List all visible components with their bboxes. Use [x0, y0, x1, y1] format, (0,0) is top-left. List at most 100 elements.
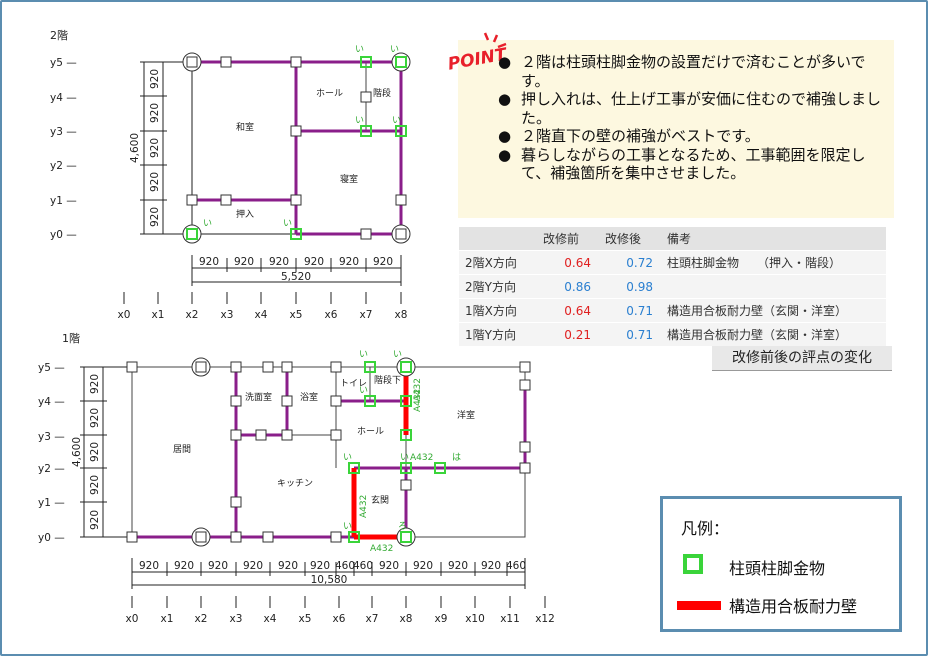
- room-senmen: 洗面室: [245, 391, 272, 403]
- header-note: 備考: [661, 227, 886, 251]
- score-table: 改修前 改修後 備考 2階X方向 0.64 0.72 柱頭柱脚金物 （押入・階段…: [459, 227, 886, 346]
- floor1-v-dim: 920: [89, 408, 101, 428]
- legend-wall-label: 構造用合板耐力壁: [729, 597, 858, 616]
- room-genkan: 玄関: [371, 494, 389, 506]
- floor2-hardware: [186, 56, 407, 240]
- hw-label: い: [355, 45, 364, 55]
- floor2-hardware-labels: い い い い い い: [203, 45, 401, 229]
- point-spark-icon: [483, 32, 507, 49]
- floor2-x-ticks: [123, 292, 402, 304]
- axis-x: x6: [325, 309, 338, 321]
- wall-label: A432: [359, 495, 369, 518]
- room-washitsu: 和室: [236, 121, 254, 133]
- h-dim: 920: [243, 560, 263, 572]
- point-item: ●２階直下の壁の補強がベストです。: [498, 127, 760, 145]
- table-row: 1階Y方向 0.21 0.71 構造用合板耐力壁（玄関・洋室）: [459, 322, 886, 346]
- h-dim: 920: [139, 560, 159, 572]
- table-row: 2階Y方向 0.86 0.98: [459, 274, 886, 299]
- floor2-axis-y4: y4 —: [50, 92, 77, 104]
- h-dim: 460: [506, 560, 526, 572]
- h-dim: 920: [208, 560, 228, 572]
- point-item: ●押し入れは、仕上げ工事が安価に住むので補強しました。: [498, 90, 882, 127]
- hw-label: い: [343, 522, 352, 532]
- h-dim: 460: [335, 560, 355, 572]
- axis-x: x6: [333, 613, 346, 625]
- h-dim: 920: [413, 560, 433, 572]
- axis-x: x8: [400, 613, 413, 625]
- floor2-x-axis: x0 x1 x2 x3 x4 x5 x6 x7 x8: [118, 309, 408, 321]
- floor1-y-axis: y5 — y4 — y3 — y2 — y1 — y0 —: [38, 362, 65, 544]
- floor1-axis-y3: y3 —: [38, 431, 65, 443]
- floor2-axis-y2: y2 —: [50, 160, 77, 172]
- h-total: 10,580: [311, 574, 348, 586]
- axis-x: x2: [195, 613, 208, 625]
- legend-title: 凡例：: [681, 519, 730, 538]
- floor2-axis-y0: y0 —: [50, 229, 77, 241]
- room-oshiire: 押入: [236, 208, 254, 220]
- floor1-x-axis: x0 x1 x2 x3 x4 x5 x6 x7 x8 x9 x10 x11 x1…: [126, 613, 555, 625]
- room-youshitsu: 洋室: [457, 409, 475, 421]
- axis-x: x5: [299, 613, 312, 625]
- floor2-vertical-dims: [140, 61, 190, 235]
- hw-label: い: [203, 219, 212, 229]
- floor2-v-dim: 920: [149, 69, 161, 89]
- room-kitchen: キッチン: [277, 478, 313, 489]
- hw-label: い: [392, 116, 401, 126]
- hw-label: い: [355, 116, 364, 126]
- h-dim: 920: [278, 560, 298, 572]
- h-dim: 920: [339, 256, 359, 268]
- legend-hardware-label: 柱頭柱脚金物: [729, 559, 826, 578]
- axis-x: x5: [290, 309, 303, 321]
- hw-label: は: [452, 452, 461, 463]
- table-row: 1階X方向 0.64 0.71 構造用合板耐力壁（玄関・洋室）: [459, 298, 886, 323]
- axis-x: x12: [535, 613, 555, 625]
- point-badge: POINT: [446, 32, 509, 70]
- wall-label: A432: [410, 453, 433, 463]
- header-before: 改修前: [537, 227, 599, 251]
- floor2-label: 2階: [50, 28, 68, 42]
- room-hall: ホール: [316, 88, 343, 99]
- axis-x: x2: [186, 309, 199, 321]
- floor2-v-dim: 920: [149, 103, 161, 123]
- floor1-horizontal-dims: [131, 558, 526, 589]
- floor1-axis-y4: y4 —: [38, 396, 65, 408]
- hw-label: い: [283, 219, 292, 229]
- axis-x: x10: [465, 613, 485, 625]
- room-yokushitsu: 浴室: [300, 391, 318, 403]
- floor2-v-dim: 920: [149, 172, 161, 192]
- h-dim: 920: [304, 256, 324, 268]
- table-caption: 改修前後の評点の変化: [712, 346, 892, 371]
- floor1-v-dim: 920: [89, 374, 101, 394]
- room-toilet: トイレ: [340, 379, 367, 389]
- h-dim: 460: [353, 560, 373, 572]
- floor1-label: 1階: [62, 331, 80, 345]
- hw-label: い: [393, 350, 402, 360]
- hw-label: い: [359, 350, 368, 360]
- wall-label: A432: [413, 378, 423, 401]
- point-item: ●暮らしながらの工事となるため、工事範囲を限定して、補強箇所を集中させました。: [498, 145, 866, 183]
- axis-x: x9: [435, 613, 448, 625]
- h-dim: 920: [481, 560, 501, 572]
- floor1-axis-y1: y1 —: [38, 497, 65, 509]
- room-kaidan: 階段: [373, 87, 391, 99]
- room-shinshitsu: 寝室: [340, 173, 358, 185]
- floor1-axis-y0: y0 —: [38, 532, 65, 544]
- floor2-h-dim-labels: 920 920 920 920 920 920 5,520: [199, 256, 393, 283]
- axis-x: x3: [221, 309, 234, 321]
- floor2-v-dim: 920: [149, 138, 161, 158]
- floor2-v-dim: 920: [149, 207, 161, 227]
- wall-label: A432: [370, 544, 393, 554]
- floor1-axis-y5: y5 —: [38, 362, 65, 374]
- floor2-y-axis: y5 — y4 — y3 — y2 — y1 — y0 —: [50, 57, 77, 241]
- floor2-horizontal-dims: [191, 255, 402, 286]
- room-kaidan-shita: 階段下: [374, 374, 401, 386]
- floor1-hardware: [348, 361, 446, 543]
- header-after: 改修後: [599, 227, 661, 251]
- plywood-wall-swatch-icon: [677, 601, 721, 610]
- axis-x: x4: [255, 309, 268, 321]
- h-dim: 920: [234, 256, 254, 268]
- wall-label: A432: [413, 389, 423, 412]
- point-list: ●２階は柱頭柱脚金物の設置だけで済むことが多いです。 ●押し入れは、仕上げ工事が…: [475, 53, 885, 183]
- floor1-v-dim: 920: [89, 510, 101, 530]
